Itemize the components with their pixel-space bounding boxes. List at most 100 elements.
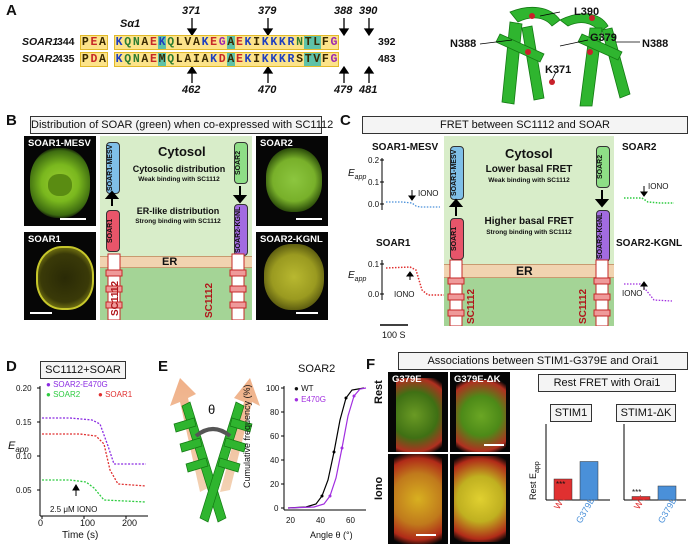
residue: K — [115, 53, 123, 66]
d-ylabel: Eapp — [8, 440, 29, 455]
residue: L — [312, 36, 322, 49]
residue: G — [218, 36, 226, 49]
residue: K — [157, 36, 167, 49]
d-ytick-3: 0.05 — [16, 486, 32, 495]
c-er-membrane — [444, 264, 614, 278]
c-lower: Lower basal FRET — [485, 164, 573, 175]
e-ytick-3: 40 — [270, 456, 279, 465]
label-n388-right: N388 — [642, 38, 669, 50]
c-tick-bl-0: 0.1 — [368, 260, 380, 269]
residue: I — [253, 53, 261, 66]
e-legend-e470g: ● E470G — [294, 395, 326, 404]
residue: G — [330, 36, 338, 49]
micro-label-tr: SOAR2 — [260, 138, 293, 149]
micrograph-soar2-kgnl: SOAR2-KGNL — [256, 232, 328, 320]
c-ylabel-bottom: Eapp — [348, 270, 367, 283]
micrograph-soar1-mesv: SOAR1-MESV — [24, 136, 96, 226]
d-xlabel: Time (s) — [62, 530, 99, 541]
c-tick-tl-0: 0.2 — [368, 156, 380, 165]
c-timebar: 100 S — [382, 330, 406, 340]
seq-row1-name: SOAR1 — [22, 36, 59, 48]
residue: K — [261, 36, 269, 49]
c-tick-bl-1: 0.0 — [368, 290, 380, 299]
d-legend-2: ● SOAR1 — [98, 390, 133, 399]
residue: Q — [124, 36, 132, 49]
panel-d-title: SC1112+SOAR — [40, 361, 126, 379]
panel-label-b: B — [6, 112, 17, 129]
d-xtick-1: 100 — [80, 518, 96, 528]
bottom-num-479: 479 — [334, 84, 353, 96]
sa1-label: Sα1 — [120, 18, 141, 30]
d-ytick-1: 0.15 — [16, 418, 32, 427]
c-schematic-arrows — [447, 190, 611, 326]
top-num-371: 371 — [182, 5, 201, 17]
b-er-dist: ER-like distribution — [136, 206, 220, 216]
panel-b-title: Distribution of SOAR (green) when co-exp… — [30, 116, 333, 134]
residue: L — [175, 53, 183, 66]
top-num-388: 388 — [334, 5, 353, 17]
b-cyto-dist: Cytosolic distribution — [132, 164, 226, 174]
scale-bar — [30, 312, 52, 314]
residue: A — [141, 53, 149, 66]
b-strong: Strong binding with SC1112 — [135, 218, 221, 225]
c-strong: Strong binding with SC1112 — [486, 229, 572, 236]
residue: E — [150, 53, 157, 66]
f-row-rest: Rest — [373, 380, 385, 404]
d-ytick-0: 0.20 — [16, 384, 32, 393]
micro-label-tl: SOAR1-MESV — [28, 138, 91, 149]
e-chart-title: SOAR2 — [298, 363, 336, 375]
e-xlabel: Angle θ (°) — [310, 530, 353, 540]
c-trace-label-tr: SOAR2 — [622, 142, 657, 153]
f-col-g379e-dk: G379E-ΔK — [454, 374, 501, 385]
c-weak: Weak binding with SC1112 — [488, 177, 570, 184]
residue: I — [253, 36, 261, 49]
micrograph-g379e-dk-rest: G379E-ΔK — [450, 372, 510, 452]
sequence-arrows — [186, 18, 375, 83]
residue: K — [261, 53, 269, 66]
box-soar2-c: SOAR2 — [596, 146, 610, 188]
b-weak: Weak binding with SC1112 — [138, 176, 220, 183]
micro-label-br: SOAR2-KGNL — [260, 234, 323, 245]
c-iono-bl: IONO — [394, 290, 415, 299]
residue: K — [244, 36, 252, 49]
f-chart-title: Rest FRET with Orai1 — [538, 374, 676, 392]
residue: E — [150, 36, 157, 49]
residue: A — [226, 36, 236, 49]
c-trace-label-br: SOAR2-KGNL — [616, 238, 683, 249]
c-ylabel-top: Eapp — [348, 168, 367, 181]
residue: V — [312, 53, 322, 66]
micrograph-g379e-iono — [388, 454, 448, 544]
scale-bar — [296, 312, 318, 314]
residue: K — [210, 53, 218, 66]
f-sub-stim1-dk: STIM1-ΔK — [616, 404, 676, 422]
bar — [657, 485, 677, 501]
c-cytosol: Cytosol — [505, 146, 553, 161]
residue: N — [132, 36, 140, 49]
soar-helix-structure — [479, 6, 640, 107]
residue: M — [157, 53, 167, 66]
e-theta: θ — [208, 402, 216, 417]
label-g379: G379 — [590, 32, 617, 44]
c-er-label: ER — [516, 264, 533, 278]
e-xtick-0: 20 — [286, 516, 295, 525]
e-ytick-4: 20 — [270, 480, 279, 489]
f-ylabel: Rest Eapp — [528, 461, 541, 500]
d-ytick-2: 0.10 — [16, 452, 32, 461]
e-plot — [281, 386, 367, 511]
d-xtick-0: 0 — [38, 518, 44, 528]
b-sc1112-right: SC1112 — [204, 282, 215, 318]
panel-label-a: A — [6, 2, 17, 19]
seq-row2-end: 483 — [378, 53, 396, 65]
c-iono-tl: IONO — [418, 189, 439, 198]
residue: N — [296, 36, 303, 49]
residue: E — [235, 53, 243, 66]
c-sc1112-right: SC1112 — [578, 288, 589, 324]
residue: Q — [124, 53, 132, 66]
bottom-num-481: 481 — [359, 84, 378, 96]
residue: T — [303, 53, 313, 66]
